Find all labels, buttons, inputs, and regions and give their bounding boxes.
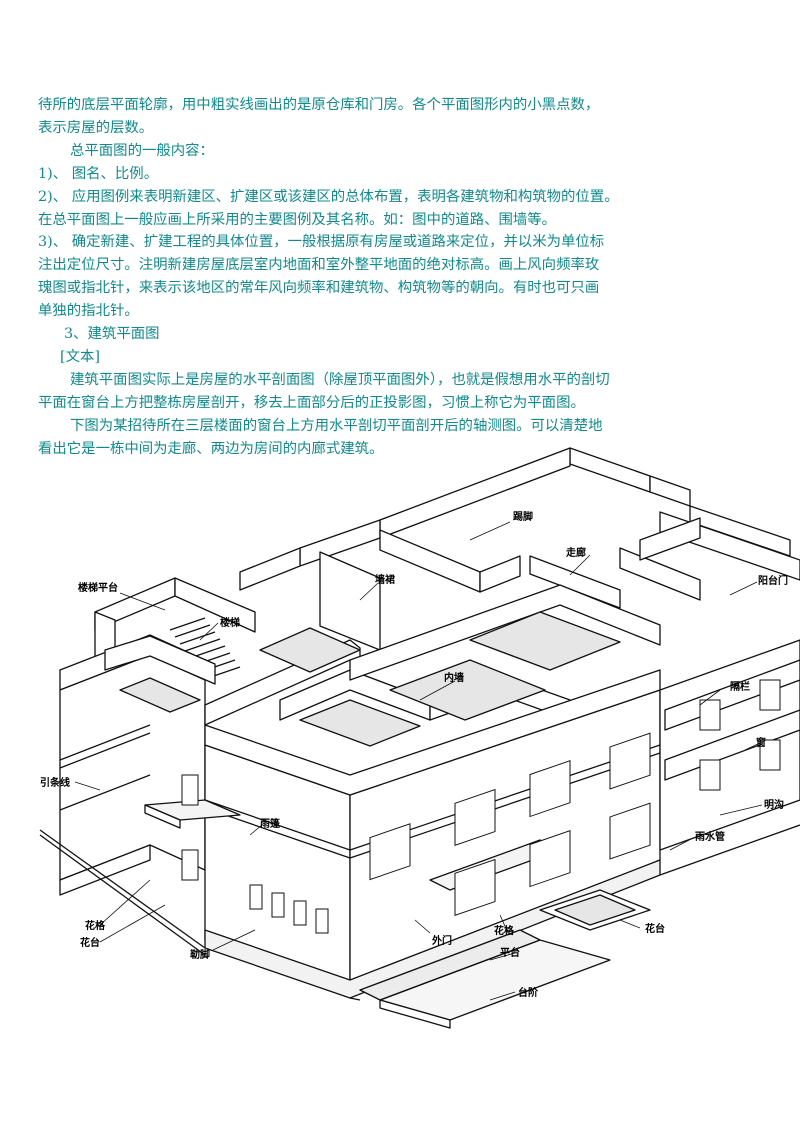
ground-lines — [39, 824, 800, 1001]
body-text: 待所的底层平面轮廓，用中粗实线画出的是原仓库和门房。各个平面图形内的小黑点数， … — [38, 94, 688, 461]
label-balcony-door: 阳台门 — [758, 574, 788, 587]
window-icon — [759, 739, 781, 771]
label-window: 窗 — [756, 736, 766, 749]
label-platform: 平台 — [500, 946, 520, 959]
paragraph-line: 表示房屋的层数。 — [38, 119, 154, 136]
window-icon — [293, 900, 307, 926]
label-lattice-2: 花格 — [494, 924, 515, 937]
window-icon — [529, 830, 571, 888]
label-inner-wall: 内墙 — [444, 671, 464, 684]
window-icon — [454, 858, 496, 917]
paragraph-line: 瑰图或指北针，来表示该地区的常年风向频率和建筑物、构筑物等的朝向。有时也可只画 — [38, 280, 600, 297]
windows — [181, 679, 781, 934]
window-icon — [699, 759, 721, 791]
window-icon — [271, 892, 285, 918]
section-tag: [文本] — [60, 348, 101, 365]
label-stairs: 楼梯 — [220, 616, 240, 629]
leader-lines — [74, 521, 763, 1001]
window-icon — [759, 679, 781, 711]
window-icon — [699, 699, 721, 731]
paragraph-line: 待所的底层平面轮廓，用中粗实线画出的是原仓库和门房。各个平面图形内的小黑点数， — [38, 97, 600, 113]
list-item: 1)、 图名、比例。 — [38, 165, 159, 182]
section-heading: 3、建筑平面图 — [64, 326, 160, 343]
label-exterior-door: 外门 — [431, 934, 452, 947]
label-planter-2: 花台 — [645, 922, 665, 935]
label-planter: 花台 — [80, 936, 100, 949]
window-icon — [181, 849, 199, 881]
label-downpipe: 雨水管 — [695, 830, 725, 843]
paragraph-line: 平面在窗台上方把整栋房屋剖开，移去上面部分后的正投影图，习惯上称它为平面图。 — [38, 394, 585, 411]
label-skirting: 踢脚 — [513, 510, 533, 523]
label-canopy: 雨篷 — [260, 817, 281, 830]
paragraph-line: 在总平面图上一般应画上所采用的主要图例及其名称。如：图中的道路、围墙等。 — [38, 211, 557, 228]
paragraph-line: 下图为某招待所在三层楼面的窗台上方用水平剖切平面剖开后的轴测图。可以清楚地 — [70, 417, 603, 434]
window-icon — [454, 788, 496, 847]
paragraph-line: 单独的指北针。 — [38, 303, 139, 320]
window-icon — [315, 908, 329, 934]
list-item: 2)、 应用图例来表明新建区、扩建区或该建区的总体布置，表明各建筑物和构筑物的位… — [38, 188, 619, 205]
paragraph-line: 看出它是一栋中间为走廊、两边为房间的内廊式建筑。 — [38, 440, 384, 457]
label-steps: 台阶 — [518, 986, 539, 999]
window-icon — [181, 774, 199, 806]
window-icon — [369, 823, 411, 881]
building-linework — [39, 447, 800, 1029]
paragraph-line: 总平面图的一般内容： — [70, 142, 214, 159]
window-icon — [609, 802, 651, 860]
list-item: 3)、 确定新建、扩建工程的具体位置，一般根据原有房屋或道路来定位，并以米为单位… — [38, 234, 605, 251]
label-dado: 墙裙 — [375, 573, 395, 586]
paragraph-line: 建筑平面图实际上是房屋的水平剖面图（除屋顶平面图外），也就是假想用水平的剖切 — [70, 371, 610, 388]
label-string-course: 引条线 — [40, 776, 70, 789]
paragraph-line: 注出定位尺寸。注明新建房屋底层室内地面和室外整平地面的绝对标高。画上风向频率玫 — [38, 257, 600, 274]
label-lattice: 花格 — [85, 919, 106, 932]
window-icon — [529, 760, 571, 818]
window-icon — [249, 884, 263, 910]
label-plinth: 勒脚 — [190, 948, 210, 961]
drawing-labels: 楼梯平台 楼梯 踢脚 走廊 墙裙 阳台门 内墙 隔栏 窗 引条线 雨篷 明沟 雨… — [40, 510, 788, 999]
label-railing: 隔栏 — [730, 680, 750, 693]
window-icon — [609, 732, 651, 790]
label-corridor: 走廊 — [565, 546, 586, 559]
building-axonometric-drawing: 楼梯平台 楼梯 踢脚 走廊 墙裙 阳台门 内墙 隔栏 窗 引条线 雨篷 明沟 雨… — [39, 447, 800, 1029]
label-stair-landing: 楼梯平台 — [78, 581, 118, 594]
label-ditch: 明沟 — [764, 798, 784, 811]
